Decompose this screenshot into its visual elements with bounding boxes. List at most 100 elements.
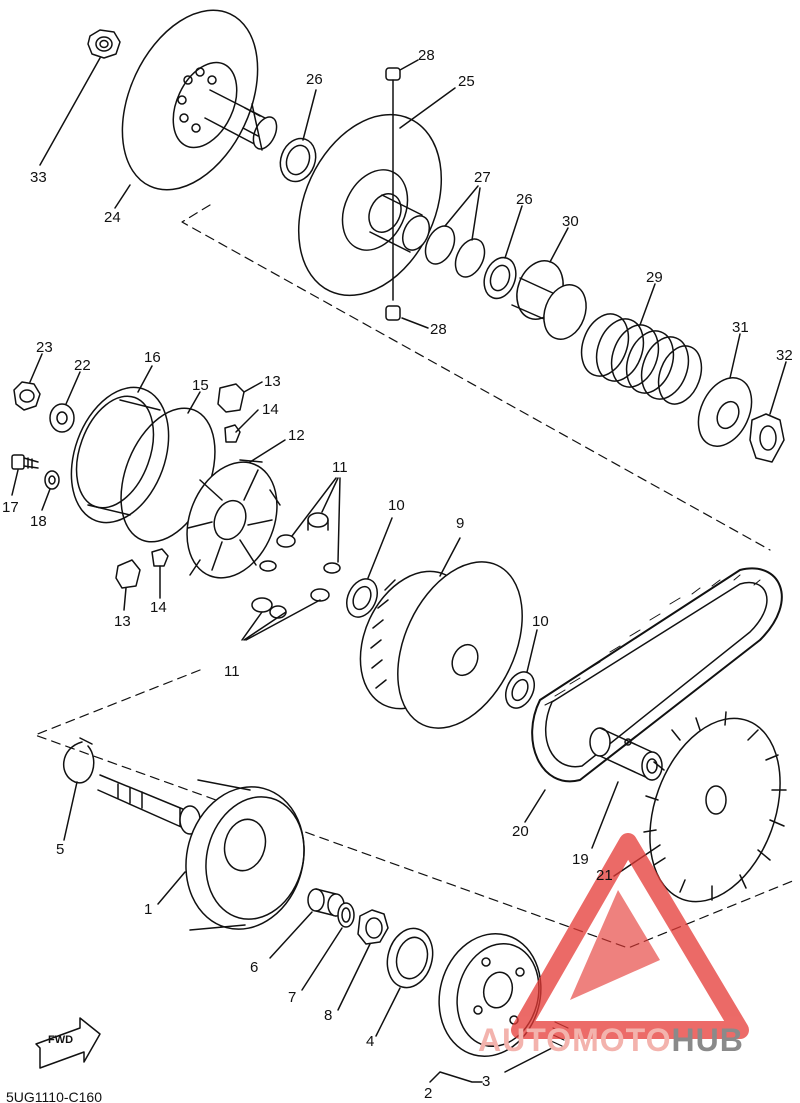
callout-5: 5: [56, 841, 65, 858]
leader-5: [63, 781, 78, 841]
callout-2: 2: [424, 1085, 433, 1102]
part-26-collar-top: [279, 137, 317, 183]
part-10-collar-bottom: [504, 671, 536, 709]
callout-11: 11: [332, 459, 348, 476]
leader-31: [729, 333, 741, 379]
leader-32: [769, 361, 787, 415]
callout-18: 18: [30, 513, 47, 530]
part-20-v-belt: [531, 567, 783, 783]
leader-22: [65, 371, 81, 405]
leader-2-3: [429, 1047, 553, 1083]
callout-6: 6: [250, 959, 259, 976]
part-13-slider-bottom: [115, 559, 141, 589]
callout-7: 7: [288, 989, 297, 1006]
leader-24: [114, 184, 131, 209]
leader-25: [399, 87, 456, 129]
leader-18: [41, 488, 51, 511]
callout-17: 17: [2, 499, 19, 516]
leader-27: [444, 185, 481, 241]
callout-14: 14: [150, 599, 167, 616]
callout-8: 8: [324, 1007, 333, 1024]
callout-29: 29: [646, 269, 663, 286]
part-29-spring: [580, 313, 703, 405]
leader-26b: [504, 205, 523, 259]
callout-13: 13: [264, 373, 281, 390]
part-11-rollers: [241, 477, 341, 641]
callout-10: 10: [388, 497, 405, 514]
part-12-cam-plate: [186, 459, 281, 579]
part-25-sliding-sheave: [297, 113, 443, 297]
callout-26: 26: [306, 71, 323, 88]
callout-32: 32: [776, 347, 793, 364]
callout-4: 4: [366, 1033, 375, 1050]
callout-10: 10: [532, 613, 549, 630]
leader-10a: [367, 517, 393, 579]
callout-24: 24: [104, 209, 121, 226]
part-5-circlip: [62, 737, 95, 784]
part-23-nut: [13, 381, 41, 411]
part-24-primary-fixed-sheave: [121, 9, 278, 191]
callout-33: 33: [30, 169, 47, 186]
part-8-collar: [357, 909, 389, 945]
catalog-code: 5UG1110-C160: [6, 1089, 102, 1103]
callout-14: 14: [262, 401, 279, 418]
part-22-washer: [49, 403, 75, 433]
assembly-outline: [34, 204, 796, 949]
part-31-washer: [697, 377, 753, 447]
callout-25: 25: [458, 73, 475, 90]
leader-13b: [123, 587, 127, 611]
callout-11: 11: [224, 663, 240, 680]
part-17-bolt: [11, 454, 39, 470]
leader-7: [301, 927, 343, 991]
leader-26a: [302, 89, 317, 141]
leader-14a: [235, 409, 259, 433]
leader-10b: [526, 629, 538, 673]
leader-16: [137, 365, 153, 393]
callout-12: 12: [288, 427, 305, 444]
part-10-collar-top: [346, 578, 378, 618]
fwd-arrow-icon: [35, 1017, 101, 1069]
part-32-nut: [749, 413, 785, 463]
part-13-slider-top: [217, 383, 245, 413]
callout-22: 22: [74, 357, 91, 374]
callout-30: 30: [562, 213, 579, 230]
leader-12: [249, 439, 286, 463]
callout-15: 15: [192, 377, 209, 394]
watermark-text-part2: HUB: [671, 1022, 744, 1058]
watermark-text: AUTOMOTOHUB: [478, 1022, 744, 1059]
callout-21: 21: [596, 867, 613, 884]
part-26-collar: [483, 256, 517, 300]
part-28-pin-top: [385, 67, 401, 301]
leader-8: [337, 943, 371, 1011]
callout-3: 3: [482, 1073, 491, 1090]
watermark-text-part1: AUTOMOTO: [478, 1022, 672, 1058]
callout-28: 28: [418, 47, 435, 64]
callout-16: 16: [144, 349, 161, 366]
part-14-slider-top: [224, 424, 241, 443]
callout-19: 19: [572, 851, 589, 868]
part-28-pin-bottom: [385, 305, 401, 321]
leader-19: [591, 781, 619, 849]
callout-9: 9: [456, 515, 465, 532]
callout-13: 13: [114, 613, 131, 630]
leader-20: [524, 789, 546, 823]
leader-15: [187, 391, 201, 414]
leader-4: [375, 987, 401, 1037]
part-30-guide: [511, 260, 587, 340]
part-19-collar: [589, 727, 663, 781]
leader-13a: [243, 381, 263, 393]
part-16-cover: [70, 386, 170, 524]
leader-17: [11, 469, 19, 496]
leader-9: [439, 537, 461, 577]
callout-1: 1: [144, 901, 153, 918]
callout-31: 31: [732, 319, 749, 336]
leader-28a: [399, 59, 419, 71]
callout-20: 20: [512, 823, 529, 840]
part-21-fan-sheave: [643, 711, 787, 903]
fwd-label: FWD: [48, 1034, 74, 1046]
leader-29: [639, 283, 656, 326]
part-9-sheave: [359, 561, 523, 729]
watermark-logo-icon: [511, 833, 749, 1039]
leader-1: [157, 871, 186, 905]
